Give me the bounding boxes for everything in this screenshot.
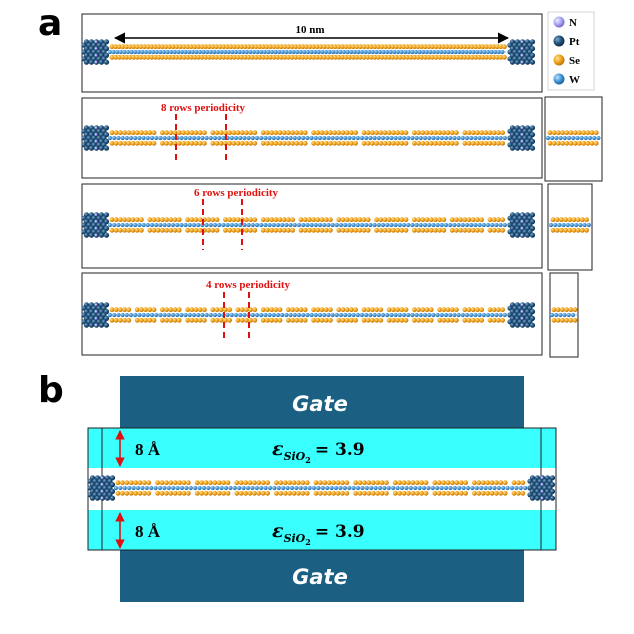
legend-se-label: Se (569, 55, 580, 67)
right-contact (527, 475, 556, 501)
right-contact (507, 212, 536, 238)
panel-b-label: b (38, 370, 64, 411)
selenium-atoms (109, 44, 507, 60)
left-contact (81, 302, 110, 328)
top-permittivity-value: = 3.9 (315, 440, 365, 460)
unitcell-6-rows (548, 217, 591, 233)
atom-chain-6-rows (81, 212, 536, 238)
panel-a-label: a (38, 3, 62, 44)
tungsten-atoms (113, 485, 528, 491)
top-thickness-label: 8 Å (135, 440, 161, 459)
legend-n-swatch (553, 16, 565, 28)
bottom-permittivity-symbol: ε (272, 520, 284, 542)
top-gate (120, 376, 524, 428)
left-contact (81, 125, 110, 151)
selenium-atoms (109, 130, 505, 146)
atom-chain-4-rows (81, 302, 536, 328)
unitcell-4-rows (549, 307, 578, 323)
left-contact (87, 475, 116, 501)
atom-chain-channel (87, 475, 556, 501)
unitcell-8-rows (545, 130, 601, 146)
top-permittivity-label: εSiO2 = 3.9 (272, 438, 365, 465)
panel-a: a 10 nm 8 rows periodicity 6 rows period… (38, 3, 603, 358)
right-contact (507, 125, 536, 151)
unitcell-frame-6-rows (547, 183, 593, 271)
top-permittivity-symbol: ε (272, 438, 284, 460)
top-gate-label: Gate (292, 392, 348, 416)
panel-b: b Gate Gate 8 Å 8 Å εSiO2= 3.9 εSiO2= 3.… (38, 370, 557, 602)
legend-pt-label: Pt (569, 36, 580, 48)
periodicity-label-8: 8 rows periodicity (161, 102, 246, 114)
scale-label: 10 nm (295, 24, 324, 36)
bottom-thickness-label: 8 Å (135, 522, 161, 541)
periodicity-label-4: 4 rows periodicity (206, 279, 291, 291)
top-permittivity-subscript: SiO (284, 450, 306, 463)
selenium-atoms (109, 307, 505, 323)
bottom-permittivity-subscript-index: 2 (305, 537, 311, 547)
top-oxide (88, 428, 556, 468)
legend-se-swatch (553, 54, 565, 66)
periodicity-markers (175, 114, 250, 340)
legend-w-label: W (569, 74, 580, 86)
atom-chain-pristine (81, 39, 536, 65)
selenium-atoms (550, 217, 589, 233)
bottom-gate (120, 550, 524, 602)
periodicity-label-6: 6 rows periodicity (194, 187, 279, 199)
bottom-oxide (88, 510, 556, 550)
legend-n-label: N (569, 17, 577, 29)
legend-w-swatch (553, 73, 565, 85)
bottom-permittivity-value: = 3.9 (315, 522, 365, 542)
left-contact (81, 212, 110, 238)
unitcell-frame-8-rows (544, 96, 603, 182)
legend: N Pt Se W (547, 11, 595, 91)
bottom-gate-label: Gate (292, 565, 348, 589)
bottom-permittivity-subscript: SiO (284, 532, 306, 545)
legend-pt-swatch (553, 35, 565, 47)
top-permittivity-subscript-index: 2 (305, 455, 311, 465)
right-contact (507, 39, 536, 65)
bottom-permittivity-label: εSiO2 = 3.9 (272, 520, 365, 547)
left-contact (81, 39, 110, 65)
right-contact (507, 302, 536, 328)
selenium-atoms (115, 480, 526, 496)
selenium-atoms (551, 307, 578, 323)
selenium-atoms (547, 130, 599, 146)
atom-chain-8-rows (81, 125, 536, 151)
